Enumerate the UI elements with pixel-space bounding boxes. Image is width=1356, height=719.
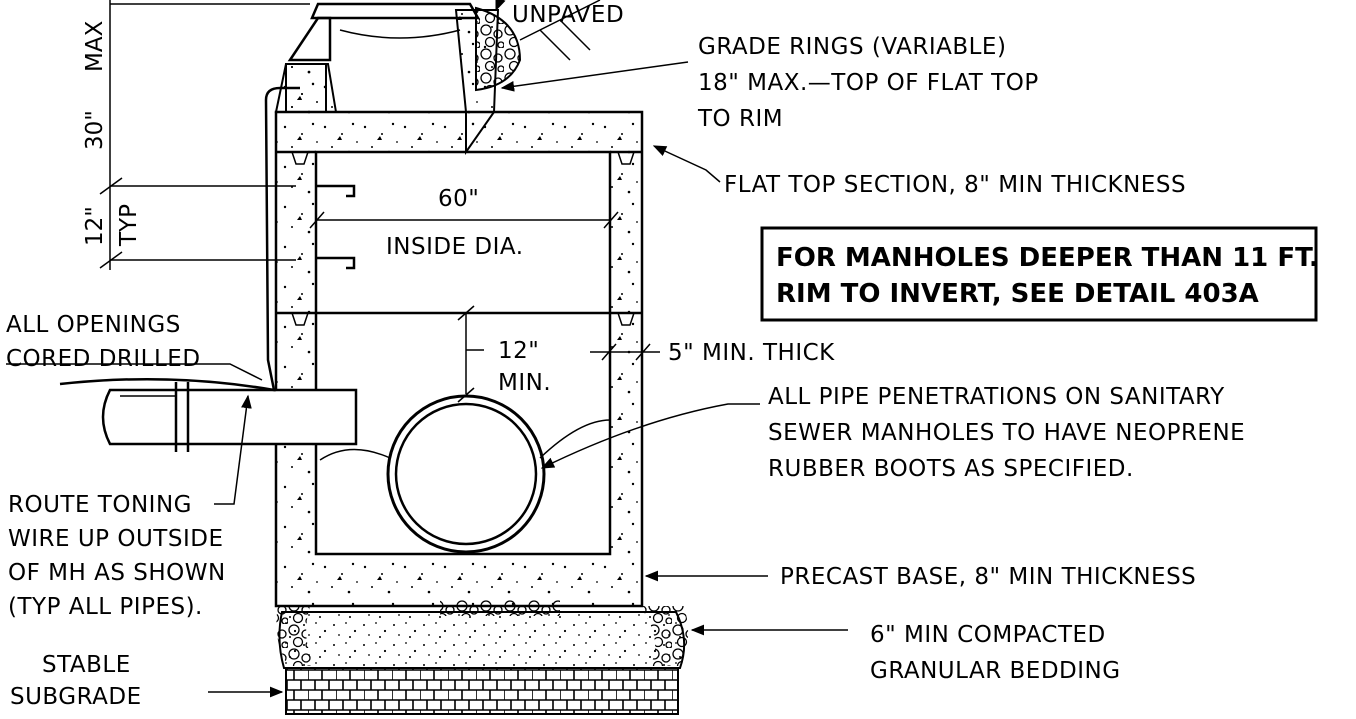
subgrade-line-1: STABLE	[42, 652, 131, 678]
dim-typ-label: TYP	[116, 204, 142, 247]
clearance-value: 12"	[498, 338, 539, 364]
toning-line-2: WIRE UP OUTSIDE	[8, 526, 223, 552]
inside-dia-label: INSIDE DIA.	[386, 234, 524, 260]
openings-line-1: ALL OPENINGS	[6, 312, 181, 338]
toning-line-1: ROUTE TONING	[8, 492, 192, 518]
penetrations-line-1: ALL PIPE PENETRATIONS ON SANITARY	[768, 384, 1225, 410]
bedding-gravel-right	[640, 606, 689, 666]
unpaved-label: UNPAVED	[512, 2, 624, 28]
grade-rings-line-3: TO RIM	[697, 106, 783, 132]
bedding-line-2: GRANULAR BEDDING	[870, 658, 1121, 684]
bedding-line-1: 6" MIN COMPACTED	[870, 622, 1106, 648]
dim-12-value: 12"	[82, 206, 108, 246]
clearance-label: MIN.	[498, 370, 551, 396]
granular-bedding	[278, 611, 686, 669]
ladder-rung-1	[316, 184, 356, 198]
grade-rings-line-2: 18" MAX.—TOP OF FLAT TOP	[698, 70, 1039, 96]
precast-base-label: PRECAST BASE, 8" MIN THICKNESS	[780, 564, 1196, 590]
inlet-pipe	[101, 388, 358, 446]
flat-top-label: FLAT TOP SECTION, 8" MIN THICKNESS	[724, 172, 1186, 198]
inside-dia-value: 60"	[438, 186, 479, 212]
toning-line-4: (TYP ALL PIPES).	[8, 594, 203, 620]
unpaved-soil	[475, 6, 522, 92]
grade-rings-line-1: GRADE RINGS (VARIABLE)	[698, 34, 1006, 60]
toning-wire	[59, 86, 300, 392]
penetrations-line-2: SEWER MANHOLES TO HAVE NEOPRENE	[768, 420, 1245, 446]
dim-max-label: MAX	[82, 20, 108, 72]
penetrations-line-3: RUBBER BOOTS AS SPECIFIED.	[768, 456, 1134, 482]
note-line-2: RIM TO INVERT, SEE DETAIL 403A	[776, 279, 1259, 309]
openings-line-2: CORED DRILLED	[6, 346, 201, 372]
bedding-gravel-left	[276, 606, 316, 666]
vertical-dimensions	[99, 0, 310, 270]
ladder-rung-2	[316, 256, 356, 270]
dim-30-value: 30"	[82, 110, 108, 150]
subgrade-line-2: SUBGRADE	[10, 684, 142, 710]
outlet-pipe	[386, 394, 546, 554]
toning-line-3: OF MH AS SHOWN	[8, 560, 226, 586]
wall-thickness-label: 5" MIN. THICK	[668, 340, 835, 366]
note-box	[760, 226, 1318, 322]
subgrade-hatch	[285, 667, 679, 715]
note-line-1: FOR MANHOLES DEEPER THAN 11 FT.	[776, 243, 1319, 273]
